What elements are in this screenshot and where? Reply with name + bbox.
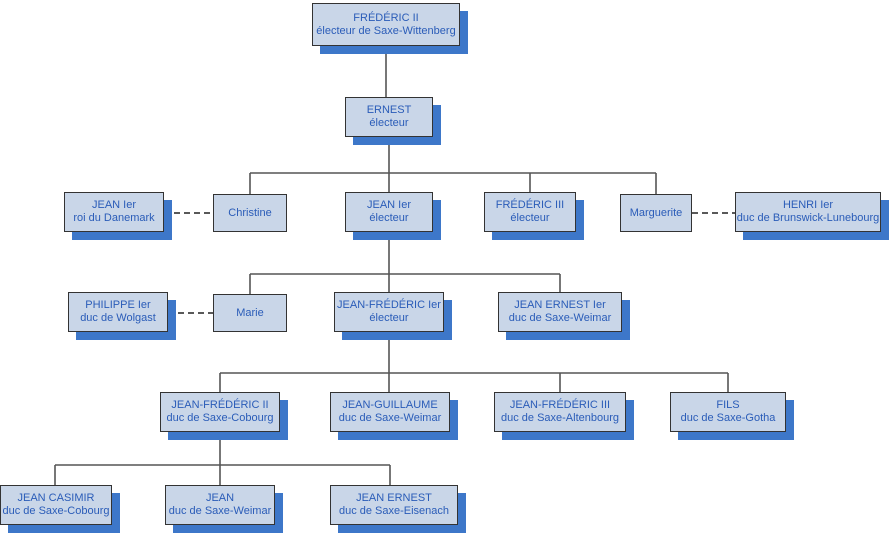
- node-name: JEAN: [205, 492, 235, 504]
- node-christine[interactable]: Christine: [213, 194, 287, 232]
- node-name: JEAN-FRÉDÉRIC II: [171, 399, 269, 411]
- node-title: roi du Danemark: [73, 212, 155, 224]
- node-name: JEAN-GUILLAUME: [342, 399, 438, 411]
- node-name: PHILIPPE Ier: [85, 299, 151, 311]
- node-title: électeur: [369, 312, 409, 324]
- node-title: duc de Saxe-Weimar: [168, 505, 272, 517]
- node-title: duc de Saxe-Eisenach: [338, 505, 450, 517]
- node-title: électeur: [369, 212, 409, 224]
- node-title: duc de Wolgast: [80, 312, 156, 324]
- node-name: JEAN ERNEST Ier: [514, 299, 606, 311]
- node-name: FRÉDÉRIC II: [353, 11, 419, 24]
- node-title: électeur de Saxe-Wittenberg: [316, 24, 456, 37]
- node-name: Marguerite: [629, 206, 683, 219]
- node-marie[interactable]: Marie: [213, 294, 287, 332]
- node-name: JEAN-FRÉDÉRIC III: [509, 399, 611, 411]
- node-name: JEAN CASIMIR: [17, 492, 95, 504]
- node-title: duc de Saxe-Cobourg: [166, 412, 274, 424]
- node-name: FRÉDÉRIC III: [495, 199, 565, 211]
- node-title: électeur: [369, 117, 409, 129]
- node-title: duc de Saxe-Weimar: [508, 312, 612, 324]
- node-title: duc de Saxe-Weimar: [338, 412, 442, 424]
- node-name: Marie: [236, 306, 264, 319]
- node-name: HENRI Ier: [782, 199, 834, 211]
- node-title: duc de Saxe-Altenbourg: [500, 412, 620, 424]
- node-title: duc de Brunswick-Lunebourg: [736, 212, 880, 224]
- node-name: JEAN Ier: [366, 199, 411, 211]
- node-name: ERNEST: [366, 104, 412, 116]
- node-name: JEAN-FRÉDÉRIC Ier: [337, 299, 441, 311]
- node-marguerite[interactable]: Marguerite: [620, 194, 692, 232]
- node-title: duc de Saxe-Gotha: [680, 412, 776, 424]
- node-name: JEAN Ier: [91, 199, 136, 211]
- node-name: FILS: [716, 399, 740, 411]
- node-name: Christine: [228, 206, 272, 219]
- node-name: JEAN ERNEST: [356, 492, 432, 504]
- node-title: électeur: [510, 212, 550, 224]
- node-title: duc de Saxe-Cobourg: [2, 505, 110, 517]
